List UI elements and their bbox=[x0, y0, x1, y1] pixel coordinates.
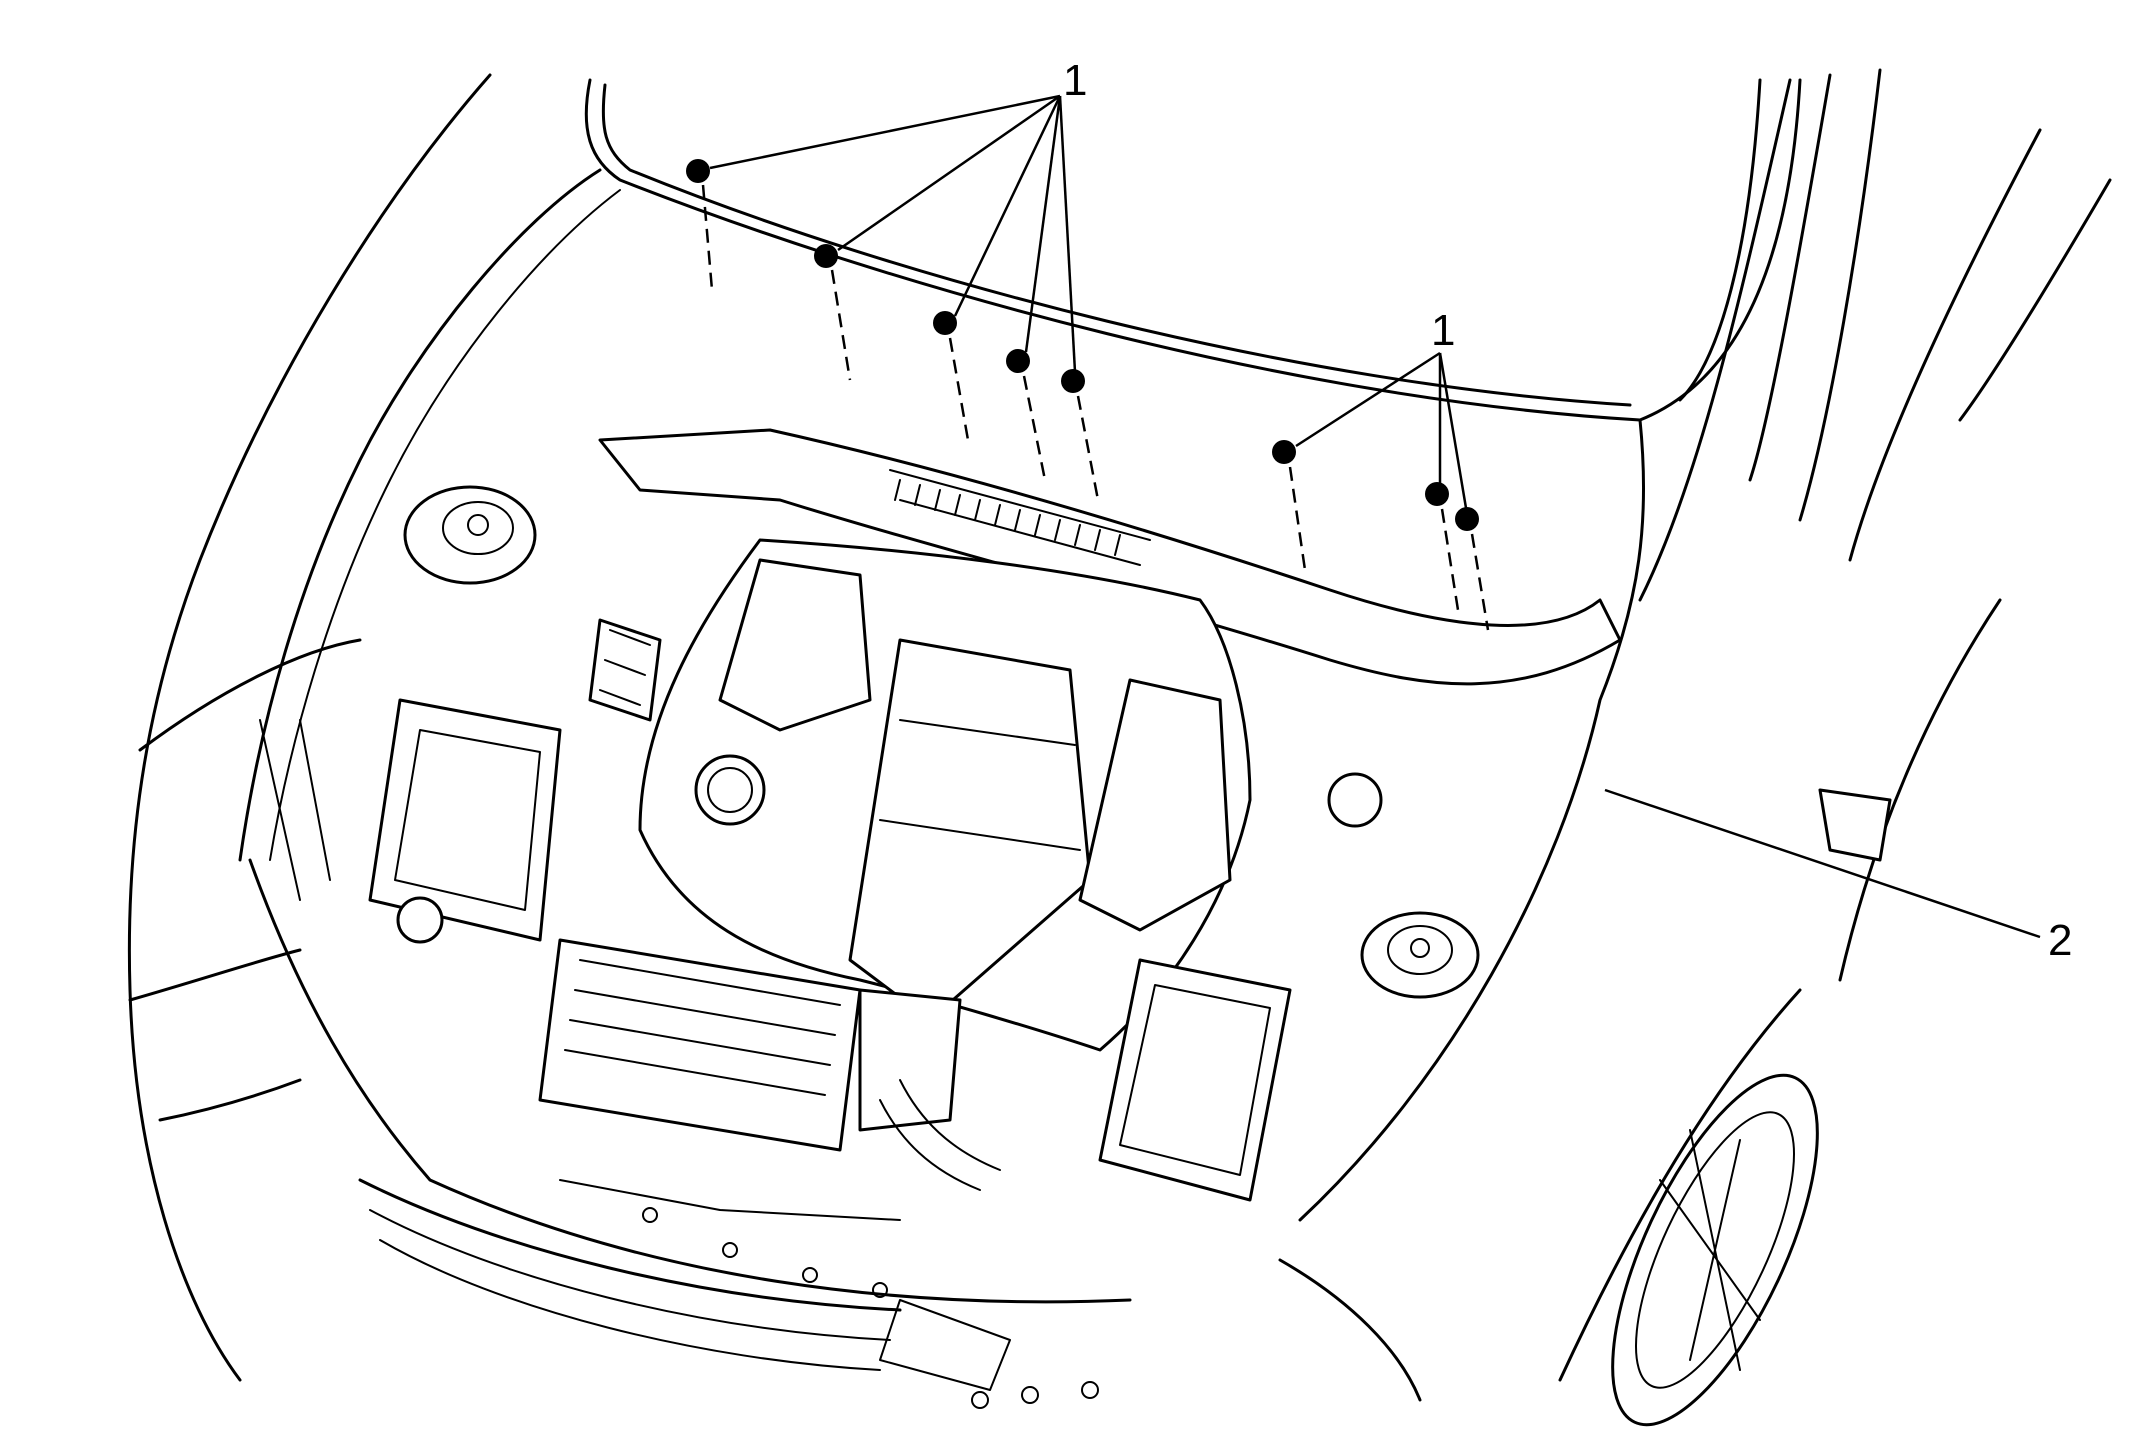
engine-bay-frame bbox=[238, 168, 1646, 1304]
fastener-icon bbox=[1425, 482, 1449, 506]
battery-box bbox=[1098, 958, 1292, 1202]
left-strut-tower bbox=[403, 485, 537, 585]
hood-panel bbox=[584, 78, 1802, 422]
right-strut-tower bbox=[1360, 911, 1480, 999]
fastener-icon bbox=[933, 311, 957, 335]
fastener-icon bbox=[1061, 369, 1085, 393]
callout-label-panel: 2 bbox=[2048, 916, 2072, 965]
vehicle-body-outline bbox=[127, 68, 2112, 1427]
fastener-icon bbox=[814, 244, 838, 268]
front-fascia-grille bbox=[358, 1178, 1422, 1409]
air-cleaner-box bbox=[368, 698, 562, 942]
fastener-icon bbox=[1272, 440, 1296, 464]
fastener-group-right bbox=[1272, 440, 1490, 631]
fastener-icon bbox=[1006, 349, 1030, 373]
intake-and-lower-components bbox=[259, 618, 1383, 1221]
callout-label-fasteners-a: 1 bbox=[1063, 56, 1087, 105]
callout-label-fasteners-b: 1 bbox=[1431, 306, 1455, 355]
fastener-icon bbox=[1455, 507, 1479, 531]
callout-leaders bbox=[709, 94, 2041, 939]
fastener-icon bbox=[686, 159, 710, 183]
fastener-group-left bbox=[686, 159, 1100, 501]
engine-cover bbox=[638, 538, 1252, 1052]
